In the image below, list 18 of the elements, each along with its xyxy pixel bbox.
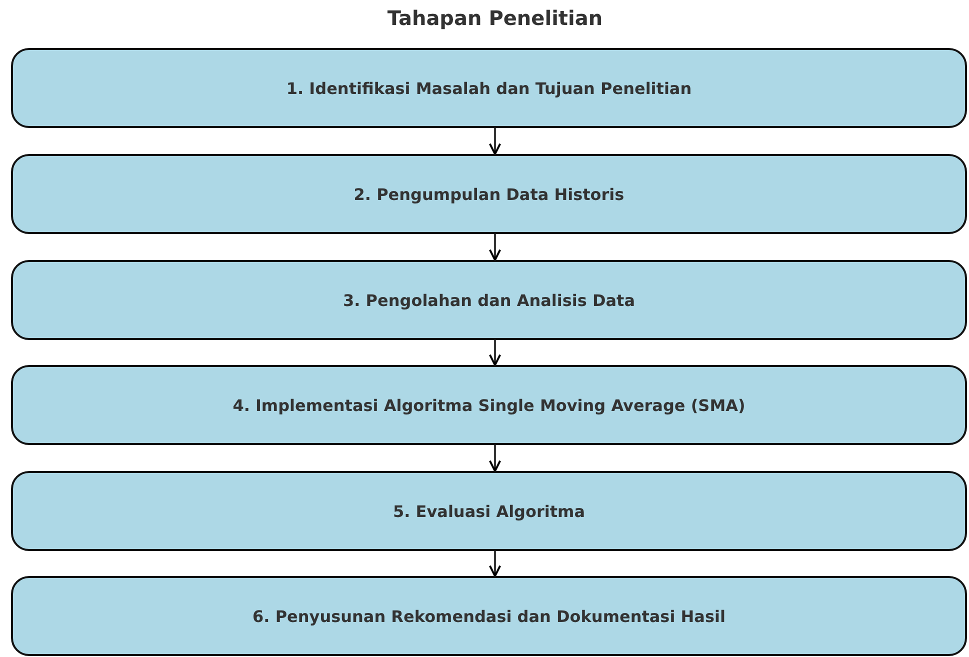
arrow [488, 128, 502, 155]
process-box [11, 260, 967, 340]
step-label: 2. Pengumpulan Data Historis [354, 184, 624, 204]
process-box [11, 154, 967, 234]
arrow [488, 234, 502, 261]
step-label: 4. Implementasi Algoritma Single Moving Average (SMA) [232, 396, 746, 414]
step-label: 1. Identifikasi Masalah dan Tujuan Penelitian [286, 78, 692, 98]
process-box [11, 471, 967, 551]
arrow [488, 551, 502, 577]
step-label: 5. Evaluasi Algoritma [393, 502, 585, 520]
step-label: 6. Penyusunan Rekomendasi dan Dokumentasi Hasil [252, 606, 726, 626]
diagram-title: Tahapan Penelitian [386, 6, 604, 30]
process-box [11, 48, 967, 128]
arrow [488, 340, 502, 366]
arrow [488, 445, 502, 472]
process-box [11, 365, 967, 445]
step-label: 3. Pengolahan dan Analisis Data [343, 290, 635, 310]
process-box [11, 576, 967, 656]
